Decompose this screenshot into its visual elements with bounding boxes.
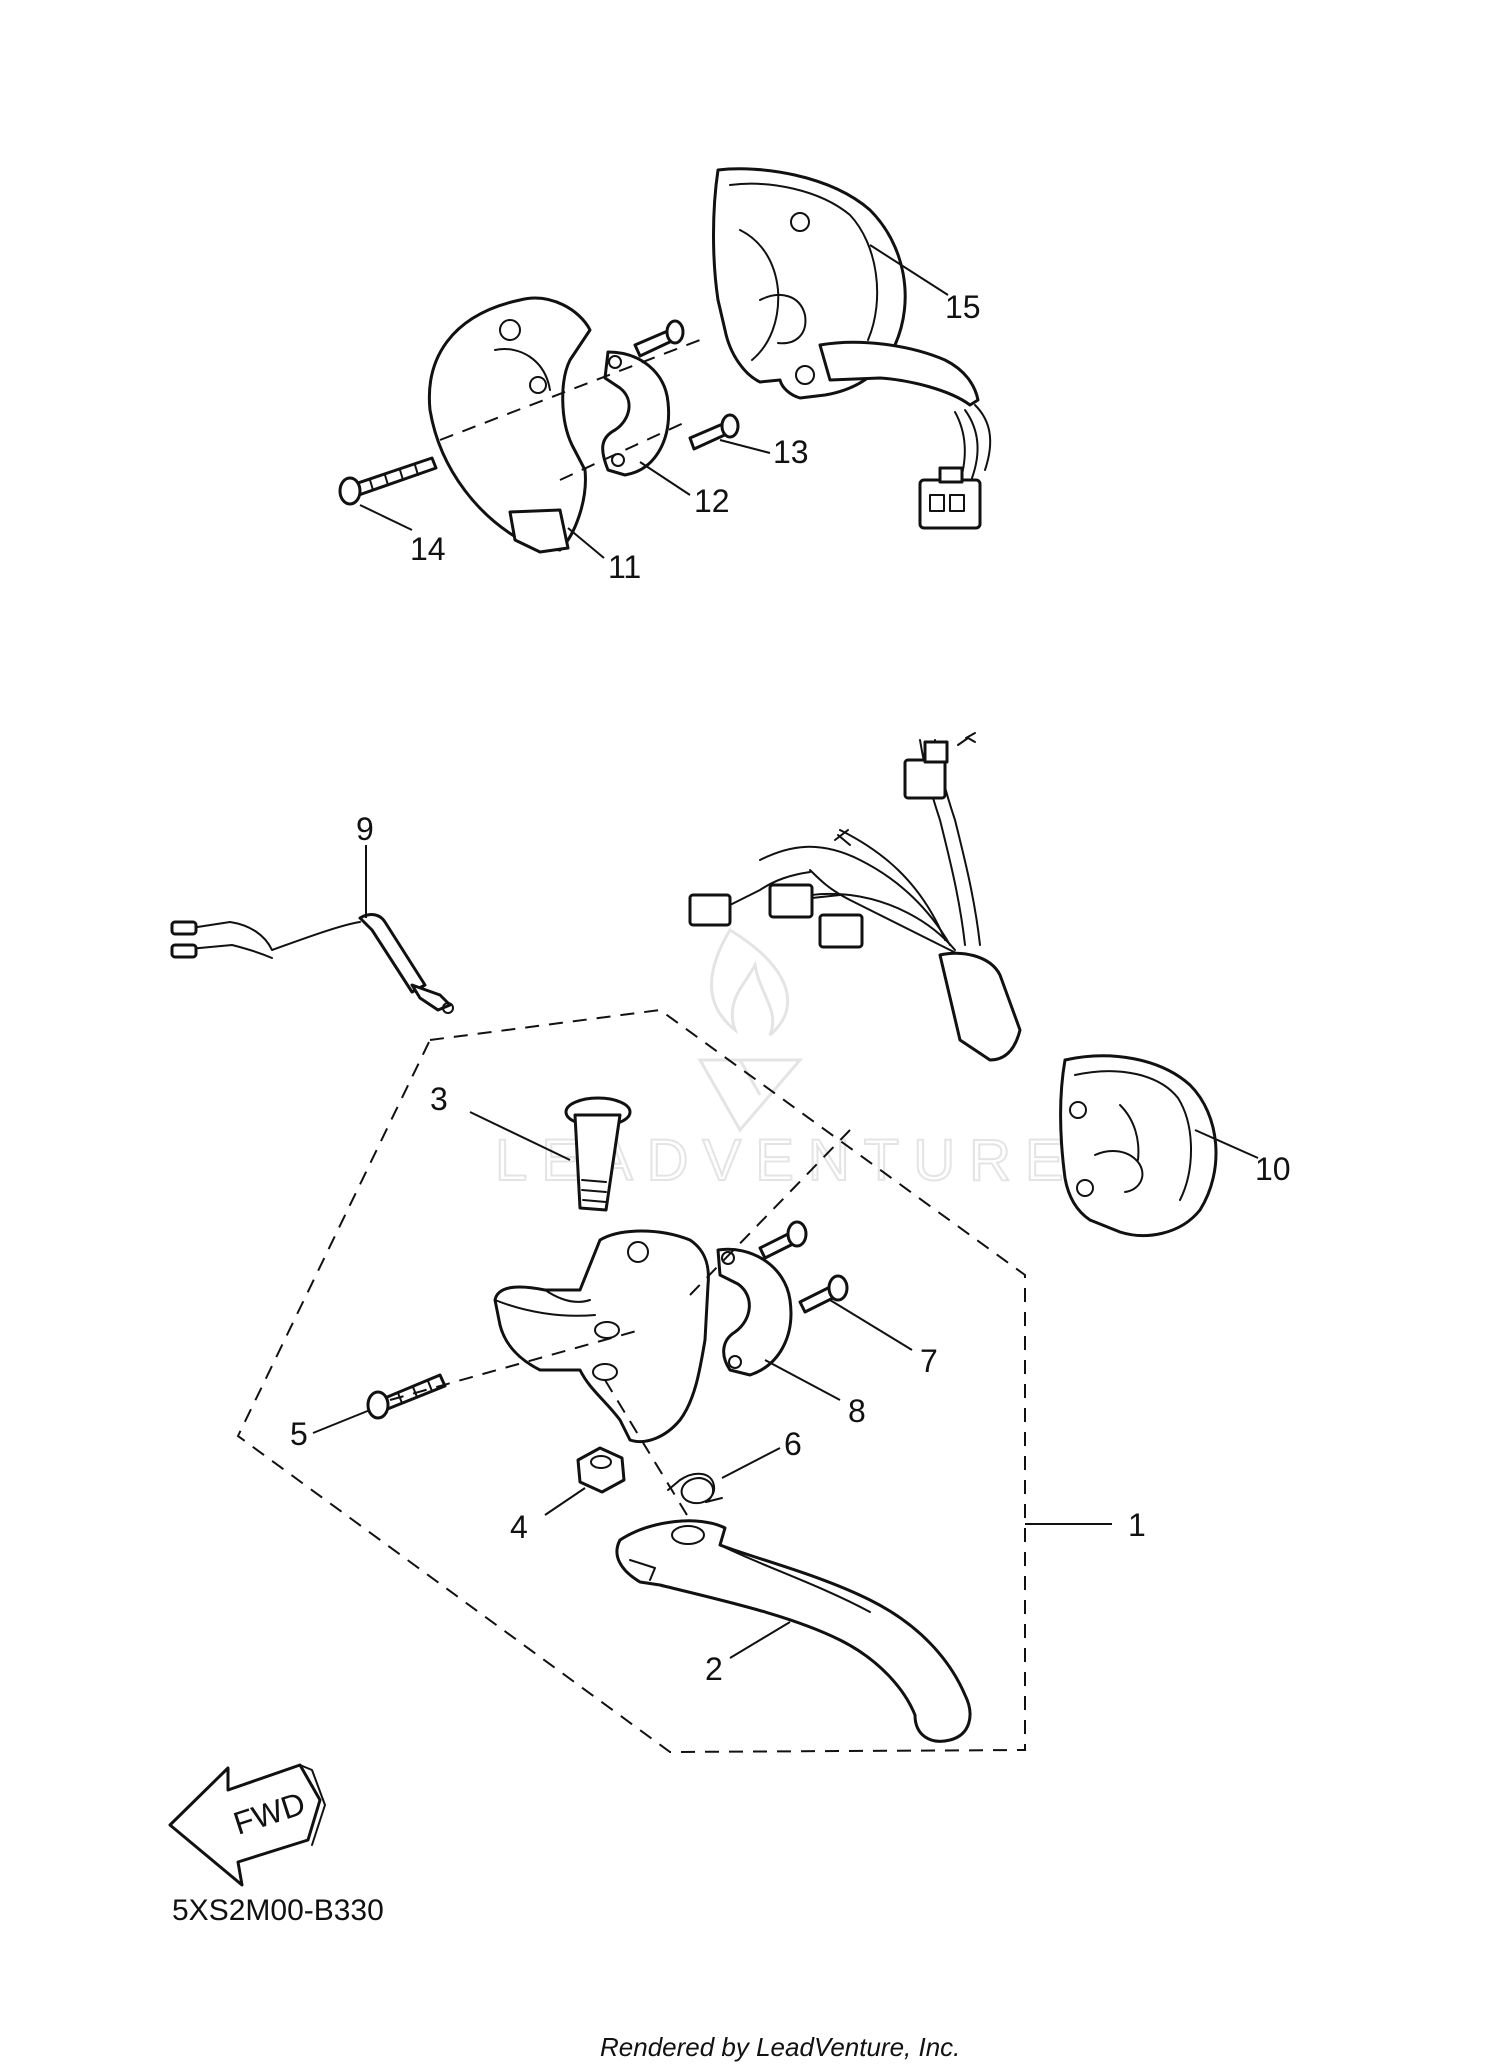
callout-1: 1 xyxy=(1128,1507,1146,1543)
callout-10: 10 xyxy=(1255,1151,1291,1187)
leader-6 xyxy=(721,1447,781,1479)
part-13-screws xyxy=(633,319,740,451)
callout-15: 15 xyxy=(945,289,981,325)
leader-10 xyxy=(1194,1129,1259,1159)
callout-14: 14 xyxy=(410,531,446,567)
render-credit: Rendered by LeadVenture, Inc. xyxy=(600,2032,960,2062)
leader-12 xyxy=(639,461,691,496)
part-14-long-screw xyxy=(338,456,438,506)
part-7-clamp-screws xyxy=(758,1220,849,1314)
part-6-spring xyxy=(667,1472,723,1505)
part-10-handlebar-switch xyxy=(688,732,1218,1237)
callout-3: 3 xyxy=(430,1081,448,1117)
part-12-handlebar-clamp xyxy=(601,350,671,477)
leader-4 xyxy=(544,1487,586,1516)
lever-holder-body xyxy=(493,1229,710,1444)
leader-8 xyxy=(764,1359,841,1401)
leader-3 xyxy=(469,1111,571,1161)
part-4-nut xyxy=(576,1446,626,1494)
leader-11 xyxy=(567,527,605,559)
callout-11: 11 xyxy=(608,549,641,585)
callout-5: 5 xyxy=(290,1416,308,1452)
diagram-code: 5XS2M00-B330 xyxy=(172,1894,384,1927)
part-5-screw xyxy=(366,1373,447,1420)
part-8-lever-clamp xyxy=(716,1247,793,1377)
callout-12: 12 xyxy=(694,483,730,519)
callout-9: 9 xyxy=(356,811,374,847)
part-15-switch-housing xyxy=(712,167,992,530)
fwd-direction-arrow: FWD xyxy=(168,1763,326,1887)
leader-5 xyxy=(312,1409,371,1434)
callout-4: 4 xyxy=(510,1509,528,1545)
leader-2 xyxy=(729,1621,791,1659)
leader-7 xyxy=(829,1299,913,1351)
part-2-brake-lever xyxy=(615,1519,972,1743)
callout-6: 6 xyxy=(784,1426,802,1462)
callout-7: 7 xyxy=(920,1343,938,1379)
part-3-pivot-bolt xyxy=(564,1096,632,1212)
part-1-assembly-boundary xyxy=(236,1008,1026,1754)
alignment-line-lower-1 xyxy=(389,1329,641,1401)
leader-13 xyxy=(719,439,771,454)
alignment-line-lower-3 xyxy=(604,1379,691,1521)
leader-15 xyxy=(869,244,949,296)
callout-8: 8 xyxy=(848,1393,866,1429)
callout-2: 2 xyxy=(705,1651,723,1687)
callout-13: 13 xyxy=(773,434,809,470)
part-11-switch-cover xyxy=(427,296,592,554)
leader-14 xyxy=(359,504,413,531)
part-9-brake-light-switch xyxy=(170,913,454,1014)
